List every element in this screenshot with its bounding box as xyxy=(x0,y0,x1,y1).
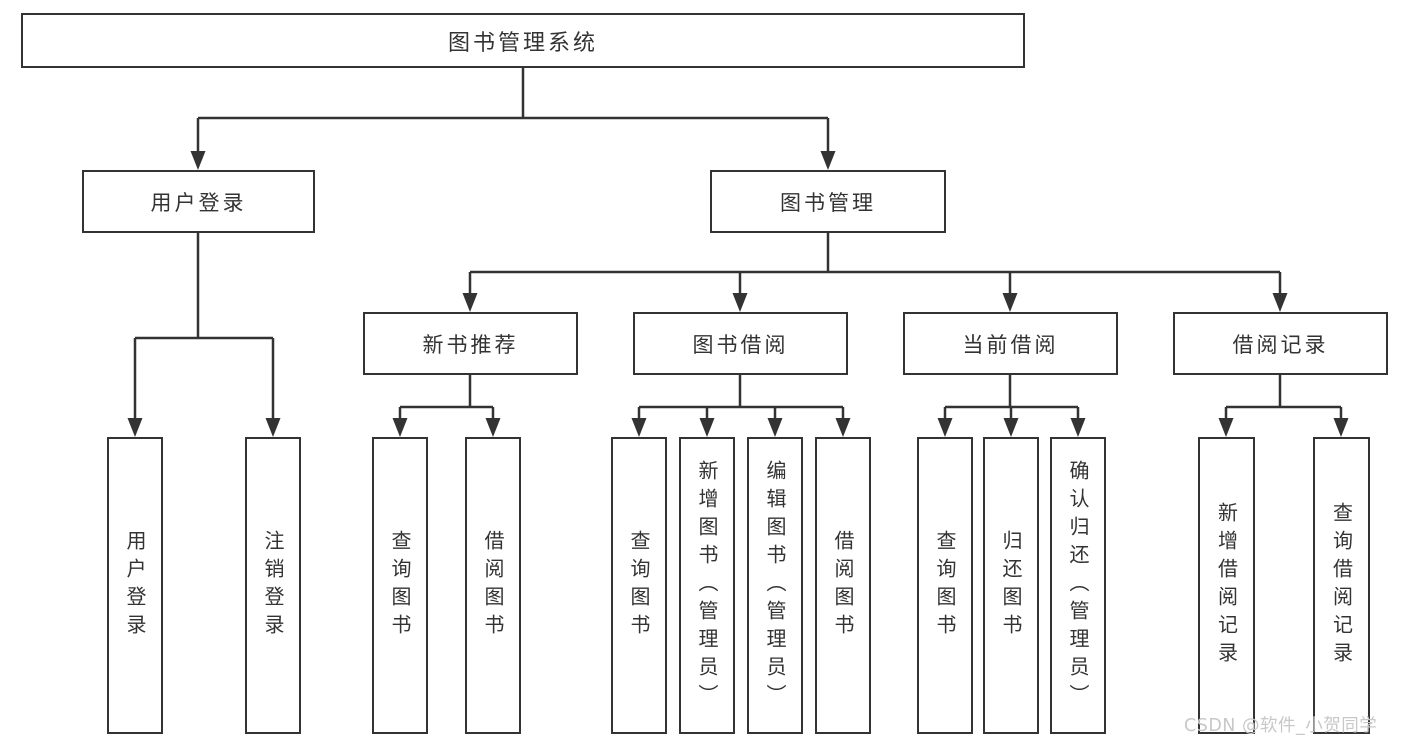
leaf-query-books-2: 查询图书 xyxy=(611,437,667,734)
node-user-login: 用户登录 xyxy=(82,170,315,233)
arrowhead-icon xyxy=(937,418,953,437)
leaf-query-books-1: 查询图书 xyxy=(372,437,428,734)
arrowhead-icon xyxy=(190,151,206,170)
arrowhead-icon xyxy=(820,151,836,170)
connector-group-0 xyxy=(190,68,836,170)
leaf-add-borrow-record: 新增借阅记录 xyxy=(1198,437,1255,734)
arrowhead-icon xyxy=(767,418,783,437)
node-book-management: 图书管理 xyxy=(710,170,946,233)
arrowhead-icon xyxy=(127,418,143,437)
node-borrowing-records: 借阅记录 xyxy=(1173,312,1388,375)
arrowhead-icon xyxy=(265,418,281,437)
connector-group-1 xyxy=(127,233,281,437)
arrowhead-icon xyxy=(835,418,851,437)
connector-group-3 xyxy=(392,375,501,437)
arrowhead-icon xyxy=(392,418,408,437)
leaf-edit-book-admin: 编辑图书（管理员） xyxy=(747,437,803,734)
leaf-logout-login: 注销登录 xyxy=(245,437,301,734)
arrowhead-icon xyxy=(1272,293,1288,312)
arrowhead-icon xyxy=(485,418,501,437)
connector-group-5 xyxy=(937,375,1086,437)
leaf-borrow-books-2: 借阅图书 xyxy=(815,437,871,734)
node-current-borrowing: 当前借阅 xyxy=(903,312,1118,375)
arrowhead-icon xyxy=(1002,293,1018,312)
arrowhead-icon xyxy=(1218,418,1234,437)
connector-group-6 xyxy=(1218,375,1349,437)
leaf-borrow-books-1: 借阅图书 xyxy=(465,437,521,734)
leaf-query-books-3: 查询图书 xyxy=(917,437,973,734)
leaf-user-login: 用户登录 xyxy=(107,437,163,734)
arrowhead-icon xyxy=(699,418,715,437)
arrowhead-icon xyxy=(462,293,478,312)
arrowhead-icon xyxy=(631,418,647,437)
connector-group-4 xyxy=(631,375,851,437)
node-new-book-recommendation: 新书推荐 xyxy=(363,312,578,375)
arrowhead-icon xyxy=(1070,418,1086,437)
csdn-watermark: CSDN @软件_小贺同学 xyxy=(1184,716,1378,736)
leaf-add-book-admin: 新增图书（管理员） xyxy=(679,437,735,734)
node-book-borrowing: 图书借阅 xyxy=(633,312,848,375)
node-library-management-system: 图书管理系统 xyxy=(21,13,1025,68)
leaf-confirm-return-admin: 确认归还（管理员） xyxy=(1050,437,1106,734)
arrowhead-icon xyxy=(732,293,748,312)
leaf-query-borrow-record: 查询借阅记录 xyxy=(1313,437,1370,734)
connector-group-2 xyxy=(462,233,1288,312)
arrowhead-icon xyxy=(1003,418,1019,437)
leaf-return-book: 归还图书 xyxy=(983,437,1039,734)
arrowhead-icon xyxy=(1333,418,1349,437)
